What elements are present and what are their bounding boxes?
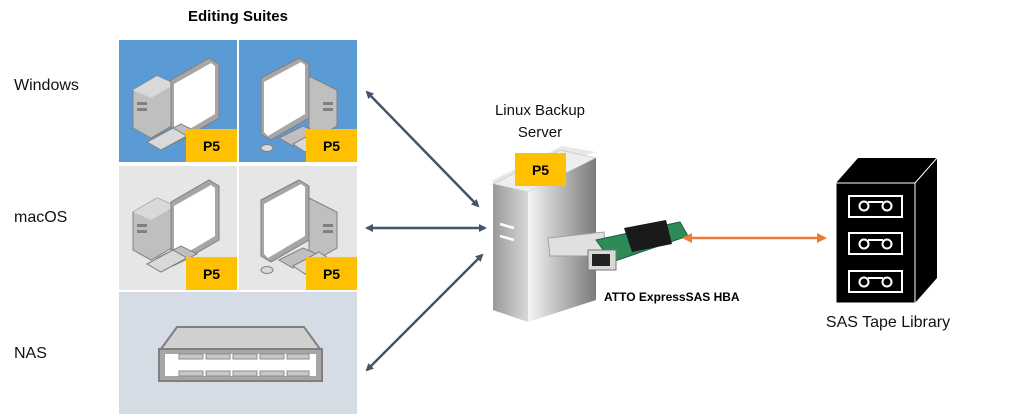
p5-badge: P5 [186, 129, 237, 162]
workstation-icon [260, 179, 338, 275]
windows-workstation-2: P5 [239, 40, 357, 162]
p5-badge: P5 [306, 129, 357, 162]
macos-workstation-1: P5 [119, 166, 237, 290]
p5-badge: P5 [306, 257, 357, 290]
macos-workstation-2: P5 [239, 166, 357, 290]
tape-library-label: SAS Tape Library [825, 314, 951, 331]
row-label-windows: Windows [14, 77, 79, 94]
server-label-line2: Server [517, 124, 563, 141]
editing-suites-title: Editing Suites [187, 8, 288, 25]
server-label: Linux Backup Server [470, 100, 610, 144]
tape-library-icon [835, 157, 938, 304]
workstation-icon [132, 179, 220, 273]
arrow-nas-server [365, 253, 484, 372]
workstation-icon [260, 57, 338, 153]
server-label-line1: Linux Backup [494, 102, 586, 119]
row-label-nas: NAS [14, 345, 47, 362]
workstation-icon [132, 57, 220, 152]
hba-card-icon [547, 220, 689, 271]
arrow-windows-server [365, 90, 480, 208]
row-label-macos: macOS [14, 209, 68, 226]
server-p5-badge: P5 [515, 153, 566, 186]
windows-workstation-1: P5 [119, 40, 237, 162]
hba-label: ATTO ExpressSAS HBA [604, 290, 740, 304]
nas-icon [158, 326, 323, 382]
p5-badge: P5 [186, 257, 237, 290]
nas-device [119, 292, 357, 414]
